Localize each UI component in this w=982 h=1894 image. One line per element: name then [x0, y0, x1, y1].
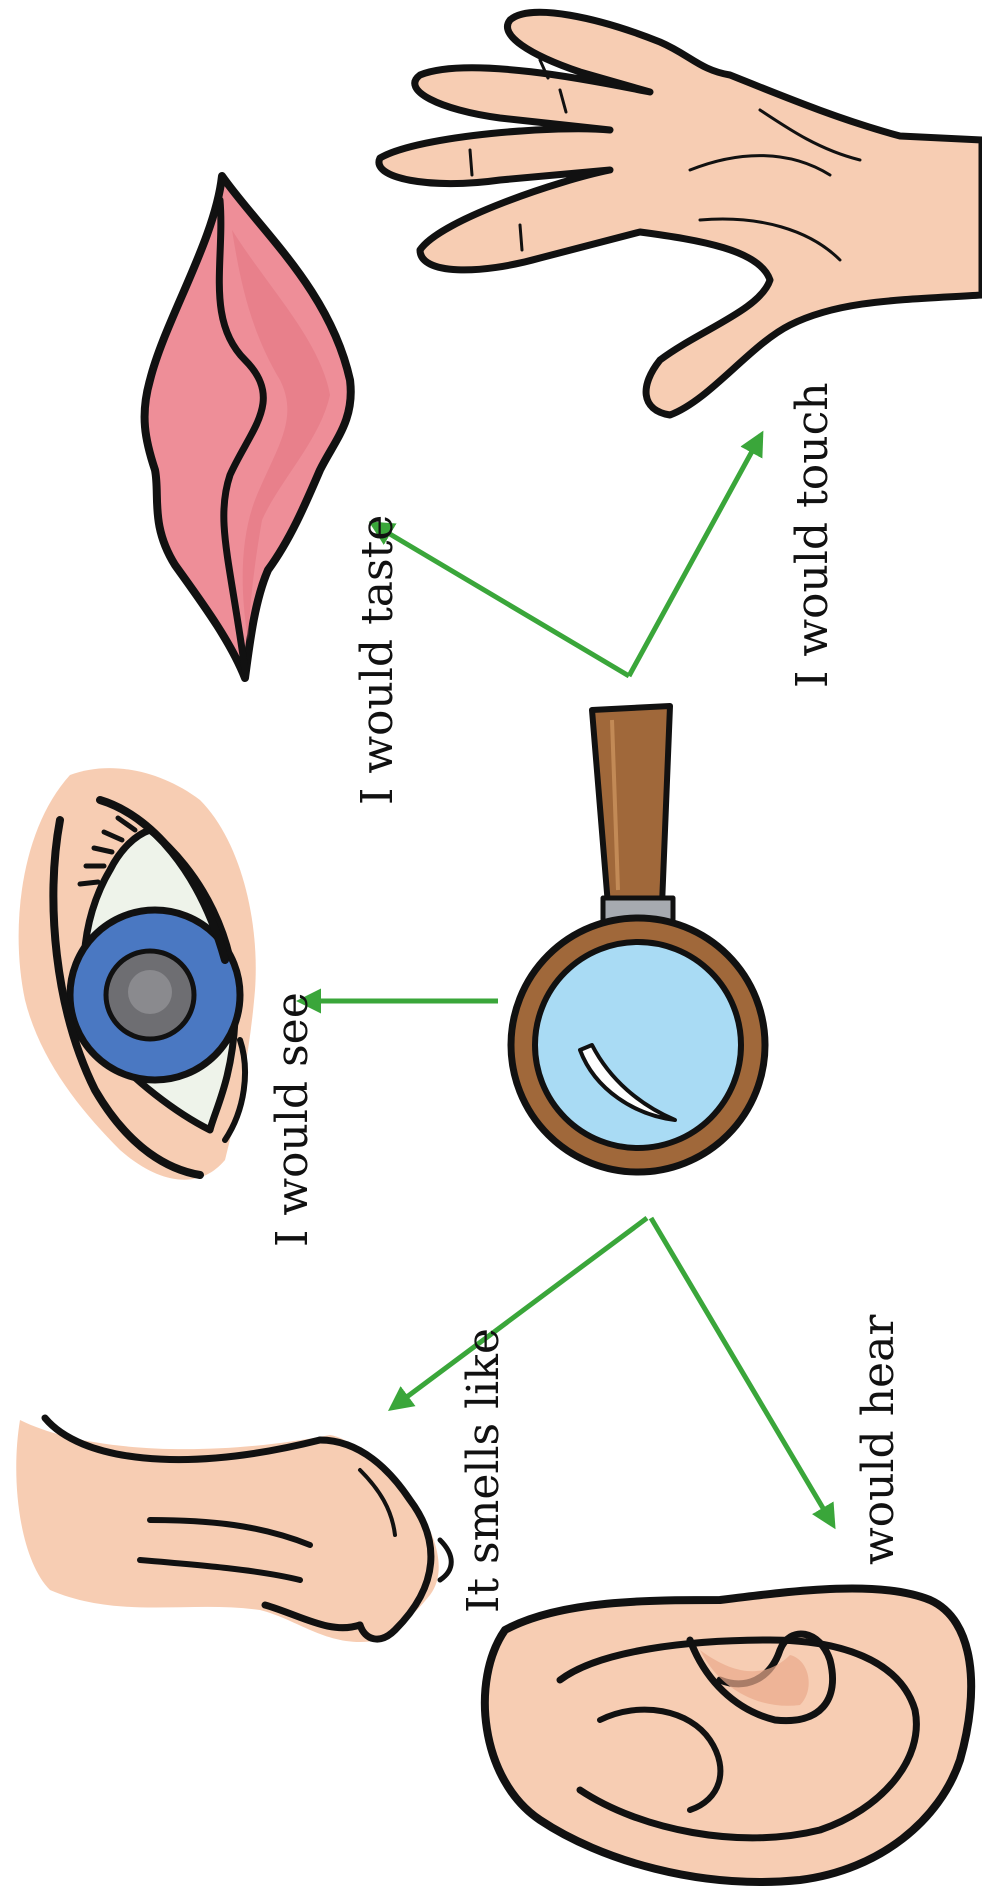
label-smell: It smells like [458, 1328, 509, 1613]
label-hear: would hear [853, 1314, 904, 1565]
label-touch: I would touch [787, 382, 838, 688]
hand-icon [379, 12, 982, 415]
eye-icon [19, 768, 256, 1180]
nose-icon [16, 1418, 451, 1642]
ear-icon [485, 1588, 971, 1881]
label-taste: I would taste [352, 515, 403, 805]
arrow-to-taste [373, 524, 629, 676]
arrow-to-smell [392, 1218, 647, 1408]
label-see: I would see [267, 992, 318, 1247]
magnifying-glass-icon [511, 706, 765, 1172]
arrow-to-hear [651, 1218, 833, 1525]
lips-icon [145, 176, 351, 678]
arrow-to-touch [629, 435, 761, 676]
